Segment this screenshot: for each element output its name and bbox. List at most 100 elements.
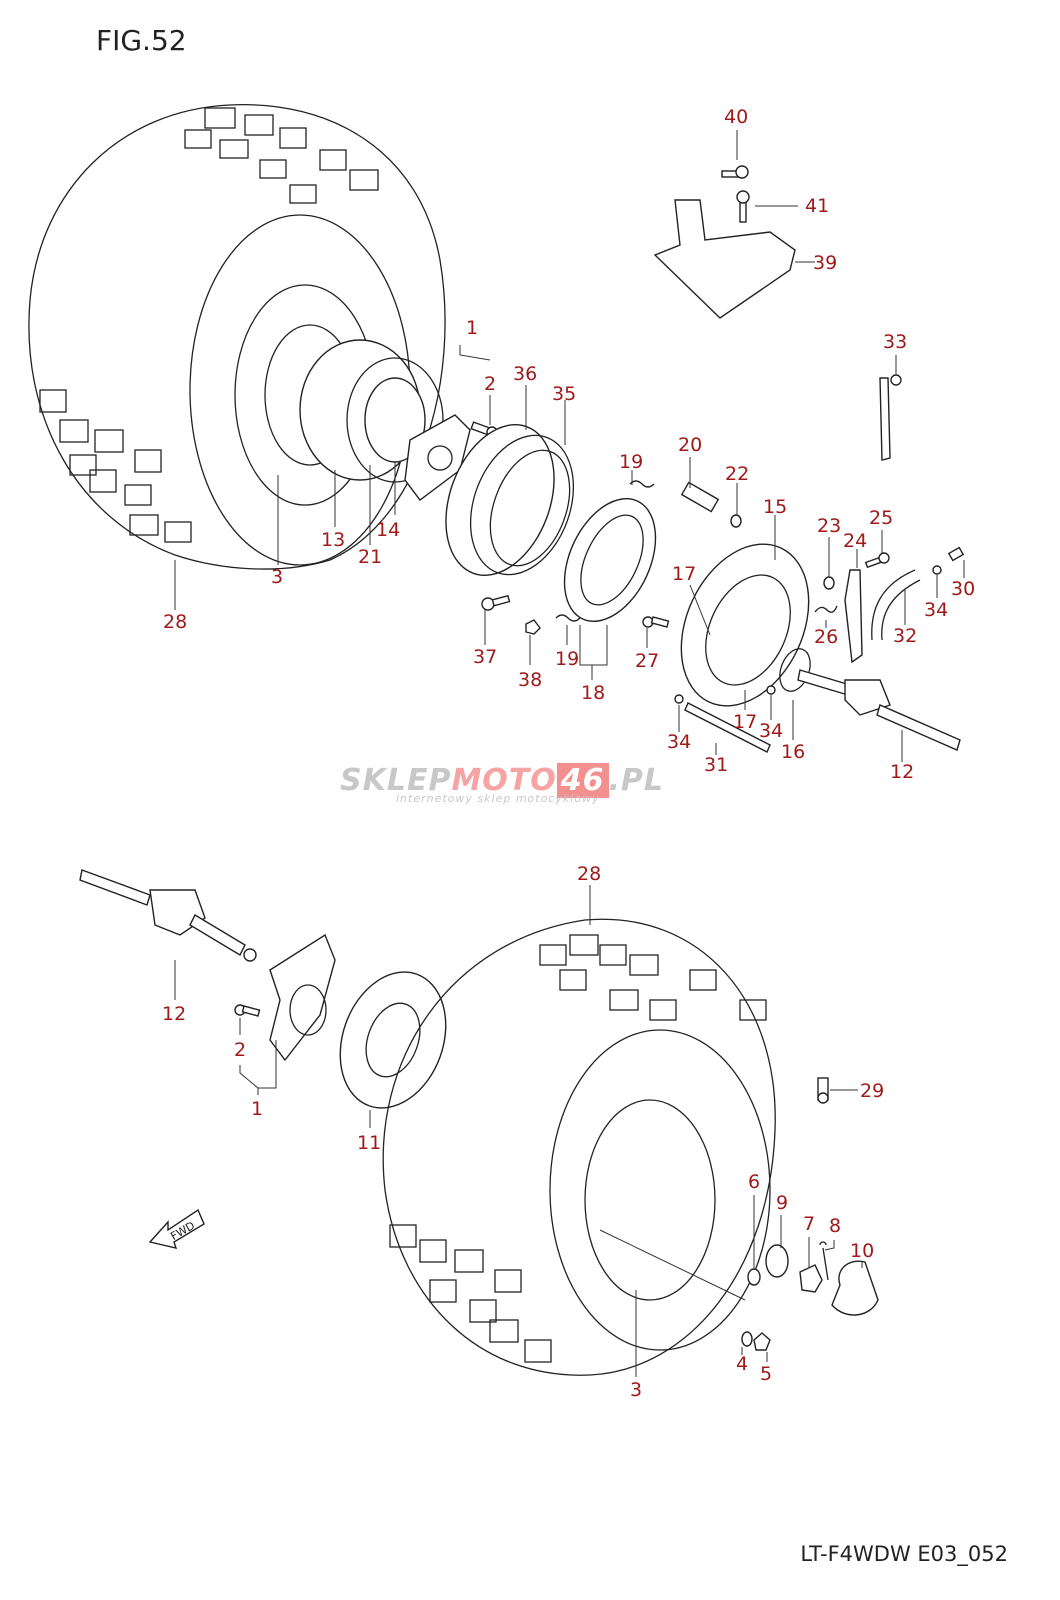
rod-31 bbox=[684, 702, 771, 753]
callout: 13 bbox=[321, 529, 345, 551]
callout: 22 bbox=[725, 463, 749, 485]
callouts-upper: 1 2 3 13 14 21 28 36 35 19 37 38 19 18 2… bbox=[163, 106, 975, 783]
callout: 17 bbox=[733, 711, 757, 733]
callout: 14 bbox=[376, 519, 400, 541]
clip-34a bbox=[932, 565, 942, 575]
callout: 1 bbox=[251, 1098, 263, 1120]
callout: 16 bbox=[781, 741, 805, 763]
callout: 26 bbox=[814, 626, 838, 648]
nut-5 bbox=[753, 1332, 771, 1351]
clip-34c bbox=[766, 685, 776, 695]
callout: 3 bbox=[271, 566, 283, 588]
callout: 34 bbox=[759, 720, 783, 742]
tire-upper bbox=[28, 104, 446, 570]
castle-nut-7 bbox=[799, 1264, 823, 1293]
bolt-41 bbox=[736, 190, 750, 223]
callout: 19 bbox=[555, 648, 579, 670]
callout: 36 bbox=[513, 363, 537, 385]
hub-flange-lower bbox=[269, 933, 336, 1062]
clip-30 bbox=[947, 546, 965, 562]
backing-plate bbox=[680, 543, 810, 707]
callout: 10 bbox=[850, 1240, 874, 1262]
callout: 1 bbox=[466, 317, 478, 339]
callout: 29 bbox=[860, 1080, 884, 1102]
brake-disc-11 bbox=[339, 971, 447, 1109]
callout: 30 bbox=[951, 578, 975, 600]
callout: 28 bbox=[163, 611, 187, 633]
callout: 32 bbox=[893, 625, 917, 647]
watermark-part1: SKLEP bbox=[340, 763, 452, 798]
callout: 11 bbox=[357, 1132, 381, 1154]
callout: 24 bbox=[843, 530, 867, 552]
callout: 33 bbox=[883, 331, 907, 353]
figure-code: LT-F4WDW E03_052 bbox=[800, 1542, 1008, 1566]
washer-22 bbox=[730, 514, 742, 528]
wheel-cylinder-20 bbox=[680, 481, 720, 513]
brake-lever-24 bbox=[844, 569, 863, 664]
callouts-lower: 28 12 2 1 11 29 3 6 9 7 8 10 4 5 bbox=[162, 863, 884, 1401]
bolt-27 bbox=[642, 616, 670, 628]
tire-lower bbox=[382, 918, 776, 1376]
callout: 3 bbox=[630, 1379, 642, 1401]
callout: 18 bbox=[581, 682, 605, 704]
callout: 15 bbox=[763, 496, 787, 518]
spring-26 bbox=[814, 605, 838, 613]
bracket-39 bbox=[653, 199, 796, 319]
callout: 12 bbox=[162, 1003, 186, 1025]
callout: 4 bbox=[736, 1353, 748, 1375]
bolt-25 bbox=[864, 552, 890, 569]
figure-title: FIG.52 bbox=[96, 24, 187, 57]
callout: 34 bbox=[667, 731, 691, 753]
watermark-subtitle: internetowy sklep motocyklowy bbox=[396, 792, 600, 805]
callout: 41 bbox=[805, 195, 829, 217]
hub-cap-10 bbox=[831, 1260, 879, 1316]
callout: 5 bbox=[760, 1363, 772, 1385]
strap-33 bbox=[879, 377, 891, 461]
callout: 8 bbox=[829, 1215, 841, 1237]
cotter-pin-8 bbox=[819, 1241, 829, 1281]
callout: 38 bbox=[518, 669, 542, 691]
callout: 31 bbox=[704, 754, 728, 776]
strap-33-eye bbox=[890, 374, 902, 386]
axle-shaft-upper bbox=[797, 669, 961, 751]
callout: 7 bbox=[803, 1213, 815, 1235]
callout: 9 bbox=[776, 1192, 788, 1214]
nut-38 bbox=[525, 619, 541, 635]
spring-19a bbox=[629, 480, 655, 488]
callout: 39 bbox=[813, 252, 837, 274]
leader-lines-lower bbox=[174, 885, 863, 1377]
callout: 2 bbox=[234, 1039, 246, 1061]
callout: 2 bbox=[484, 373, 496, 395]
callout: 35 bbox=[552, 383, 576, 405]
hose-32 bbox=[871, 569, 921, 641]
fwd-arrow-icon: FWD bbox=[148, 1208, 205, 1249]
callout: 21 bbox=[358, 546, 382, 568]
callout: 34 bbox=[924, 599, 948, 621]
axle-shaft-lower bbox=[79, 869, 257, 962]
leader-lines-upper bbox=[174, 130, 965, 762]
washer-23 bbox=[823, 576, 835, 590]
callout: 12 bbox=[890, 761, 914, 783]
watermark-part3: 46 bbox=[556, 763, 609, 798]
washer-6 bbox=[747, 1268, 761, 1286]
washer-9 bbox=[765, 1244, 789, 1278]
callout: 6 bbox=[748, 1171, 760, 1193]
callout: 28 bbox=[577, 863, 601, 885]
washer-4 bbox=[741, 1331, 753, 1347]
spring-19b bbox=[555, 614, 581, 622]
bolt-2-lower bbox=[234, 1004, 261, 1017]
callout: 23 bbox=[817, 515, 841, 537]
callout: 25 bbox=[869, 507, 893, 529]
watermark-part4: .PL bbox=[608, 763, 665, 798]
callout: 27 bbox=[635, 650, 659, 672]
bolt-40 bbox=[721, 165, 749, 179]
callout: 37 bbox=[473, 646, 497, 668]
callout: 19 bbox=[619, 451, 643, 473]
callout: 17 bbox=[672, 563, 696, 585]
callout: 40 bbox=[724, 106, 748, 128]
valve-29 bbox=[817, 1077, 829, 1104]
brake-ring-36-35 bbox=[445, 424, 575, 576]
screw-37 bbox=[481, 594, 511, 611]
brake-shoe bbox=[563, 498, 657, 622]
